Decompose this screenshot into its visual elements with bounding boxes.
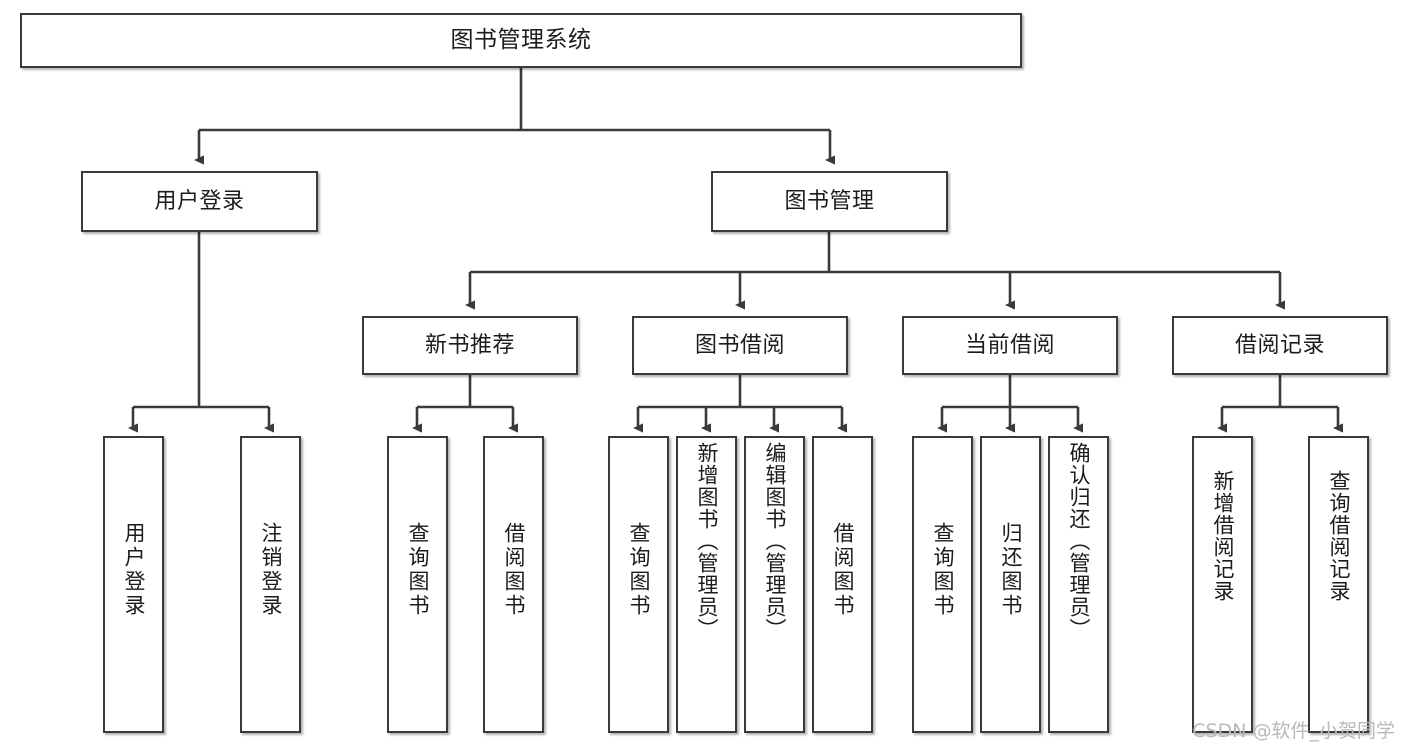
node-leaf-user-logout-label: 注销登录 [259, 522, 283, 618]
node-leaf-query-book-3-label: 查询图书 [931, 522, 955, 618]
node-leaf-user-login-label: 用户登录 [122, 522, 146, 618]
node-new-book-recommend-label: 新书推荐 [424, 332, 515, 358]
node-user-login-label: 用户登录 [154, 188, 245, 214]
node-current-borrow-label: 当前借阅 [964, 332, 1055, 358]
node-leaf-query-book-1-label: 查询图书 [406, 522, 430, 618]
node-leaf-query-book-2[interactable]: 查询图书 [608, 436, 669, 733]
node-leaf-add-record[interactable]: 新增借阅记录 [1192, 436, 1253, 733]
node-root[interactable]: 图书管理系统 [20, 13, 1022, 68]
node-leaf-query-record[interactable]: 查询借阅记录 [1308, 436, 1369, 733]
node-leaf-borrow-book-1-label: 借阅图书 [502, 522, 526, 618]
node-root-label: 图书管理系统 [450, 27, 592, 54]
node-borrow-record[interactable]: 借阅记录 [1172, 316, 1388, 375]
node-leaf-borrow-book-2[interactable]: 借阅图书 [812, 436, 873, 733]
node-borrow-record-label: 借阅记录 [1234, 332, 1325, 358]
node-leaf-add-book[interactable]: 新增图书（管理员） [676, 436, 737, 733]
node-leaf-return-book[interactable]: 归还图书 [980, 436, 1041, 733]
node-book-borrow[interactable]: 图书借阅 [632, 316, 848, 375]
csdn-watermark: CSDN @软件_小贺同学 [1192, 720, 1395, 742]
node-leaf-query-book-1[interactable]: 查询图书 [387, 436, 448, 733]
node-leaf-borrow-book-1[interactable]: 借阅图书 [483, 436, 544, 733]
node-book-manage-label: 图书管理 [784, 188, 875, 214]
node-leaf-add-book-label: 新增图书（管理员） [695, 442, 719, 640]
node-leaf-edit-book[interactable]: 编辑图书（管理员） [744, 436, 805, 733]
node-new-book-recommend[interactable]: 新书推荐 [362, 316, 578, 375]
node-leaf-query-book-3[interactable]: 查询图书 [912, 436, 973, 733]
node-leaf-query-book-2-label: 查询图书 [627, 522, 651, 618]
node-leaf-return-book-label: 归还图书 [999, 522, 1023, 618]
node-current-borrow[interactable]: 当前借阅 [902, 316, 1118, 375]
node-user-login[interactable]: 用户登录 [81, 171, 318, 232]
node-leaf-query-record-label: 查询借阅记录 [1327, 470, 1351, 602]
node-book-borrow-label: 图书借阅 [694, 332, 785, 358]
node-leaf-confirm-return[interactable]: 确认归还（管理员） [1048, 436, 1109, 733]
node-leaf-borrow-book-2-label: 借阅图书 [831, 522, 855, 618]
node-leaf-add-record-label: 新增借阅记录 [1211, 470, 1235, 602]
node-leaf-edit-book-label: 编辑图书（管理员） [763, 442, 787, 640]
node-leaf-confirm-return-label: 确认归还（管理员） [1067, 442, 1091, 640]
node-leaf-user-logout[interactable]: 注销登录 [240, 436, 301, 733]
node-leaf-user-login[interactable]: 用户登录 [103, 436, 164, 733]
node-book-manage[interactable]: 图书管理 [711, 171, 948, 232]
